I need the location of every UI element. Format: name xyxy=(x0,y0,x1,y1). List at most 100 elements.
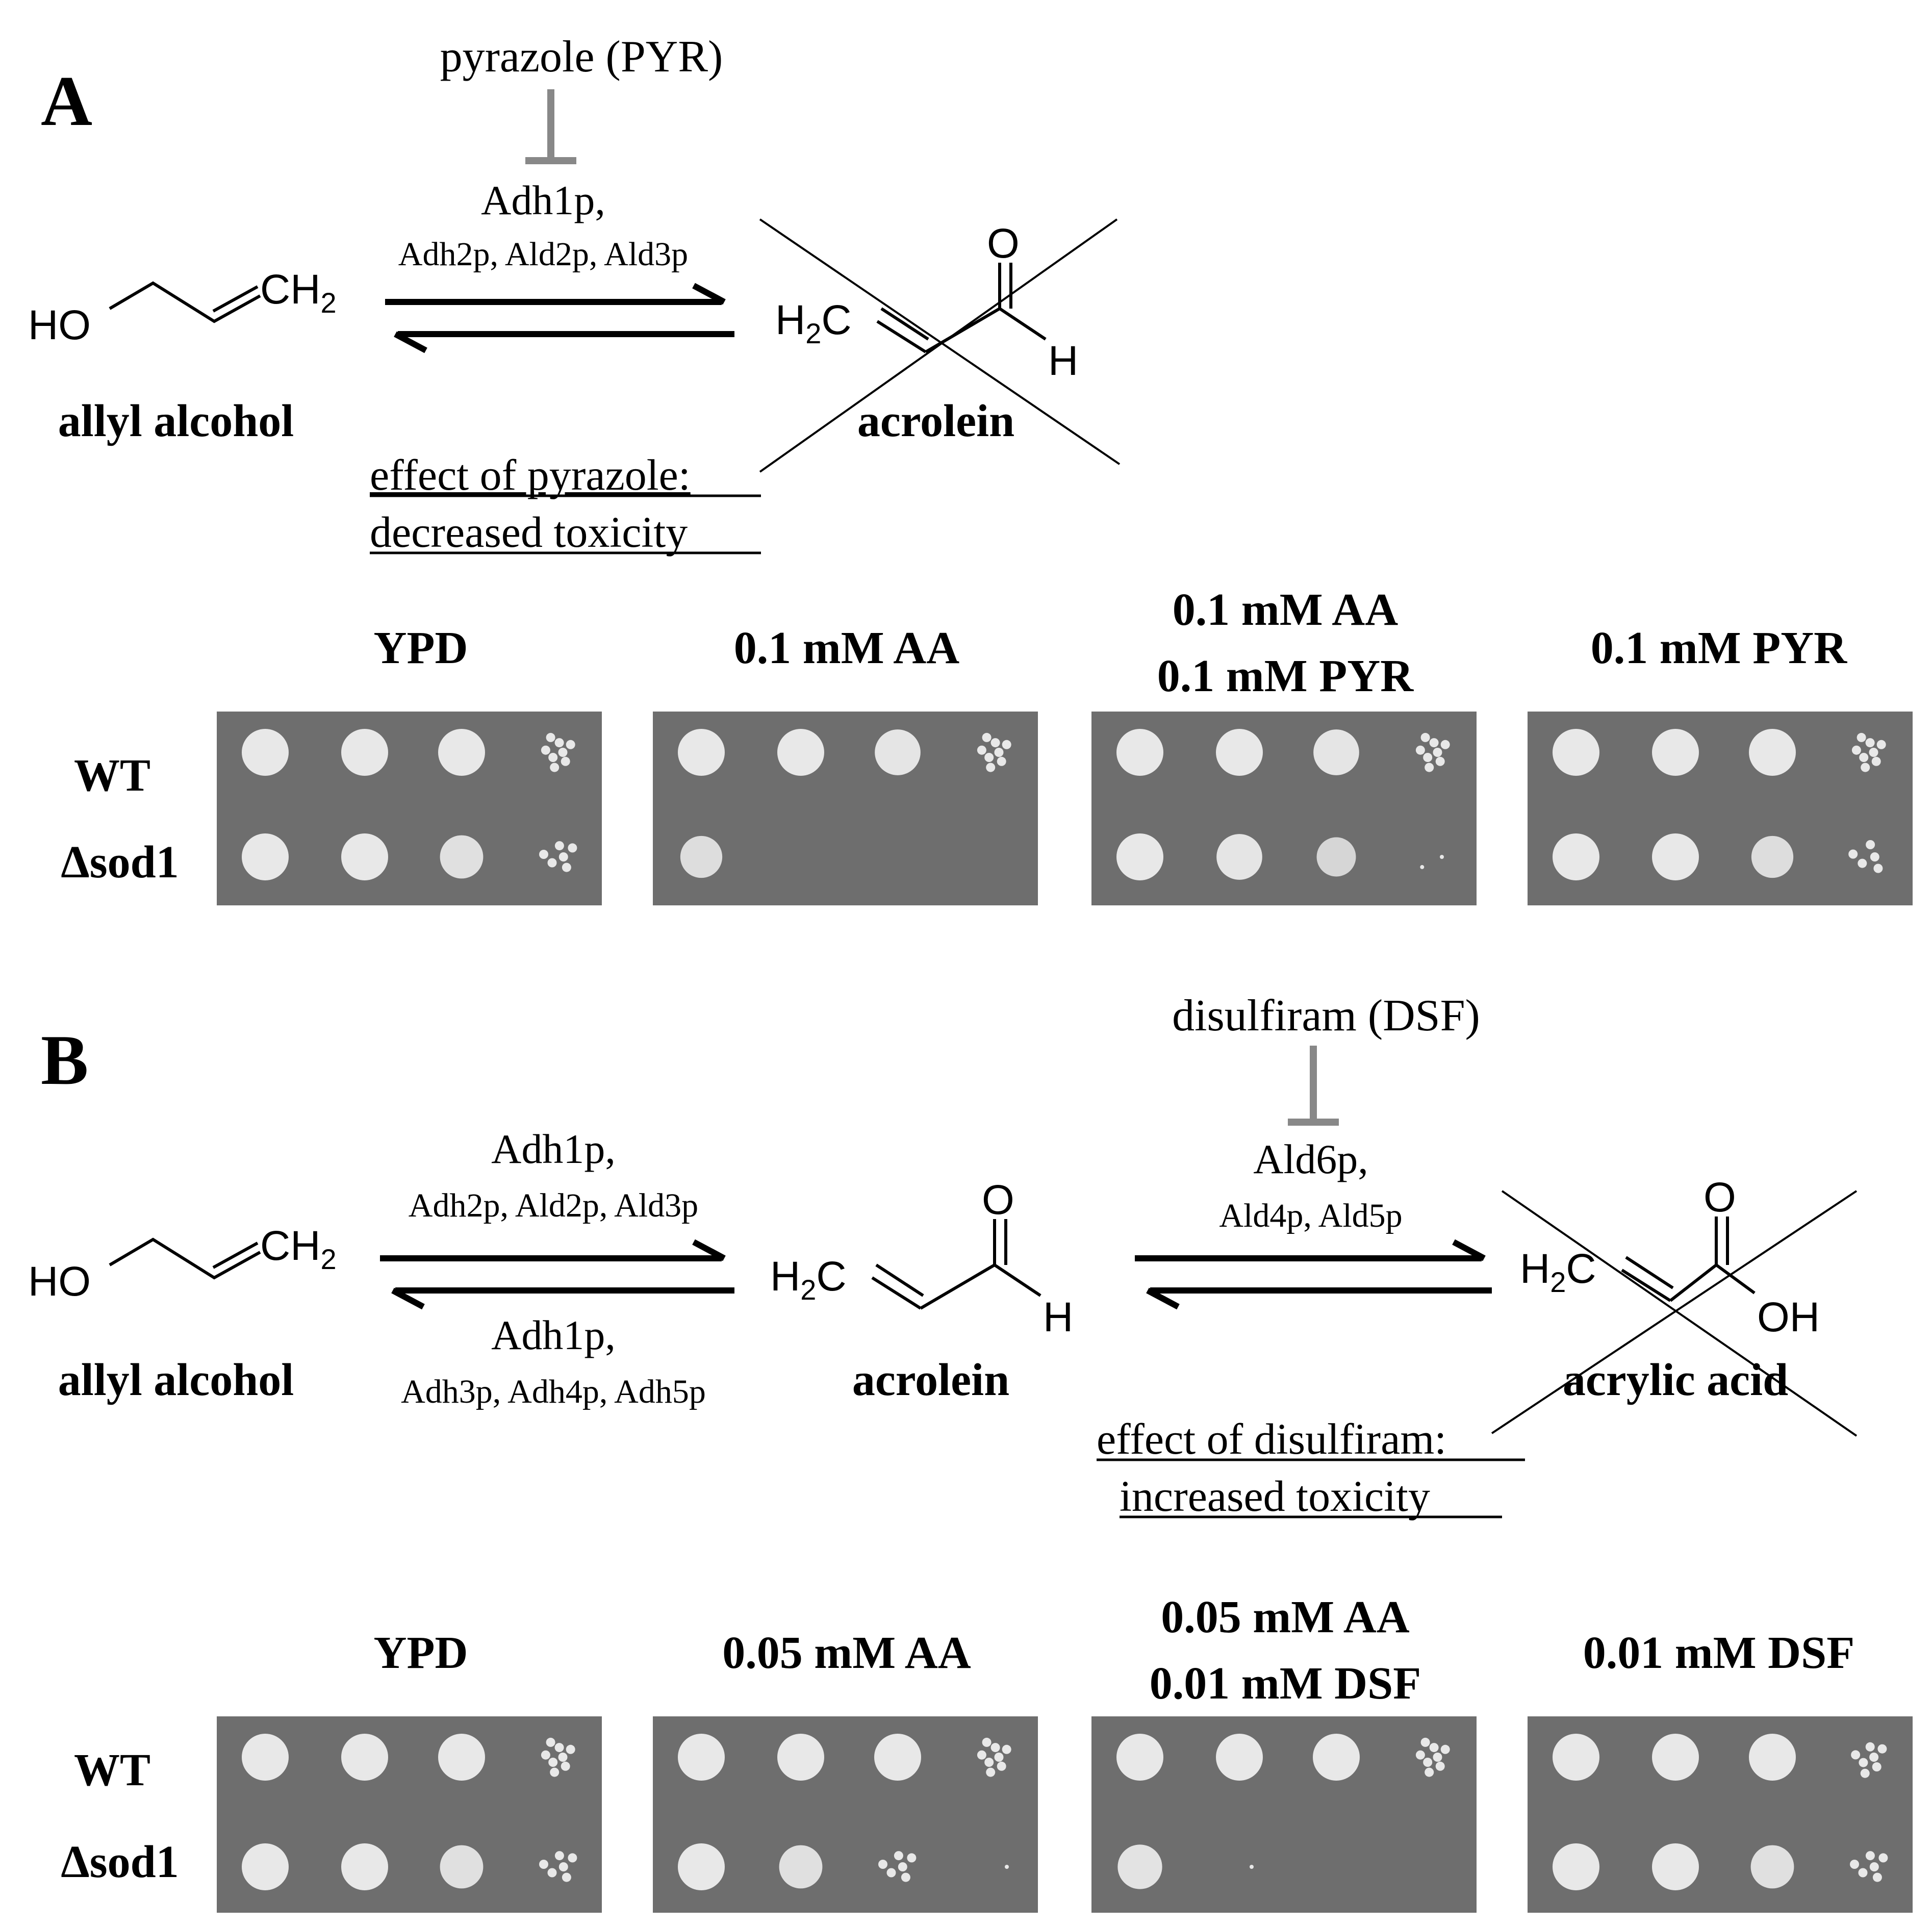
condition-title-b-1: YPD xyxy=(374,1628,468,1678)
o-label-b: O xyxy=(982,1177,1014,1223)
condition-title-a-2: 0.1 mM AA xyxy=(734,623,959,673)
enzymes-others-b-fwd: Adh2p, Ald2p, Ald3p xyxy=(409,1187,698,1224)
ho-label-b: HO xyxy=(28,1258,91,1305)
allyl-alcohol-structure-b: HO CH2 xyxy=(28,1223,337,1305)
effect-pyrazole-line1: effect of pyrazole: xyxy=(370,450,691,499)
growth-spot xyxy=(1851,1742,1887,1778)
growth-spot xyxy=(1652,833,1699,880)
growth-spot xyxy=(875,729,921,775)
growth-spot xyxy=(1750,1845,1794,1889)
growth-spot xyxy=(678,729,725,776)
enzymes-others-b-step2: Ald4p, Ald5p xyxy=(1219,1197,1402,1234)
growth-spot xyxy=(1216,1734,1263,1781)
ch2-label-a: CH xyxy=(260,266,320,313)
enzyme-adh1p-b-rev: Adh1p, xyxy=(491,1312,616,1358)
growth-spot xyxy=(1313,729,1359,775)
condition-title-a-4: 0.1 mM PYR xyxy=(1591,623,1847,673)
plates-b xyxy=(217,1716,1913,1913)
growth-spot xyxy=(1749,729,1796,776)
h2c-label-b: H xyxy=(770,1253,800,1300)
growth-spot xyxy=(1116,729,1163,776)
strain-label-b-wt: WT xyxy=(74,1745,150,1795)
acrolein-structure-b: H2C O H xyxy=(770,1177,1073,1340)
growth-spot xyxy=(777,1734,824,1781)
growth-spot xyxy=(541,1737,575,1777)
o-label-c: O xyxy=(1704,1174,1736,1221)
growth-spot xyxy=(1652,729,1699,776)
panel-b-label: B xyxy=(41,1021,88,1100)
growth-spot xyxy=(1751,835,1794,878)
growth-spot xyxy=(1652,1734,1699,1781)
strain-label-a-sod1: Δsod1 xyxy=(61,837,179,888)
enzymes-others-b-rev: Adh3p, Adh4p, Adh5p xyxy=(401,1373,706,1410)
growth-spot xyxy=(541,732,575,772)
condition-title-b-3-line2: 0.01 mM DSF xyxy=(1150,1658,1421,1709)
growth-spot xyxy=(1749,1734,1796,1781)
growth-spot xyxy=(341,833,388,880)
acrolein-label-b: acrolein xyxy=(852,1355,1009,1405)
growth-spot xyxy=(977,1737,1011,1777)
growth-spot xyxy=(1848,840,1883,873)
cross-out-acrylic-acid xyxy=(1491,1190,1858,1437)
growth-spot xyxy=(1316,837,1356,877)
svg-text:H2C: H2C xyxy=(775,297,852,349)
growth-spot xyxy=(242,1843,289,1890)
growth-spot xyxy=(1116,1734,1163,1781)
svg-text:H2C: H2C xyxy=(1520,1246,1596,1298)
ch2-label-b: CH xyxy=(260,1223,320,1269)
enzyme-adh1p-b-fwd: Adh1p, xyxy=(491,1126,616,1172)
growth-spot xyxy=(777,729,824,776)
growth-spot xyxy=(1005,1865,1009,1869)
h2c-label-a: H xyxy=(775,297,805,343)
svg-text:CH2: CH2 xyxy=(260,266,337,319)
growth-spot xyxy=(1420,855,1444,869)
growth-spot xyxy=(1116,833,1163,880)
growth-spot xyxy=(438,1734,485,1781)
reversible-arrow-a xyxy=(385,283,734,353)
reversible-arrow-b-step2 xyxy=(1135,1239,1492,1310)
cross-out-acrolein xyxy=(759,218,1121,473)
oh-label-c: OH xyxy=(1757,1294,1820,1340)
condition-title-b-2: 0.05 mM AA xyxy=(722,1628,971,1678)
effect-disulfiram-line2: increased toxicity xyxy=(1120,1472,1430,1520)
enzyme-adh1p-a: Adh1p, xyxy=(481,177,605,223)
acrylic-acid-label: acrylic acid xyxy=(1563,1355,1788,1405)
growth-spot xyxy=(1553,729,1599,776)
growth-spot xyxy=(1652,1843,1699,1890)
growth-spot xyxy=(1216,729,1263,776)
growth-spot xyxy=(341,729,388,776)
growth-spot xyxy=(341,1843,388,1890)
growth-spot xyxy=(539,841,577,872)
panel-a: A pyrazole (PYR) Adh1p, Adh2p, Ald2p, Al… xyxy=(28,32,1913,905)
inhibition-bar-b xyxy=(1288,1046,1339,1126)
strain-label-a-wt: WT xyxy=(74,750,150,801)
acrylic-acid-structure: H2C O OH xyxy=(1520,1174,1820,1340)
growth-spot xyxy=(678,1734,725,1781)
growth-spot xyxy=(1553,1734,1599,1781)
allyl-alcohol-structure-a: HO CH2 xyxy=(28,266,337,348)
growth-spot xyxy=(440,835,484,879)
growth-spot xyxy=(680,835,723,878)
panel-b: B disulfiram (DSF) Adh1p, Adh2p, Ald2p, … xyxy=(28,991,1913,1913)
inhibitor-disulfiram: disulfiram (DSF) xyxy=(1172,991,1480,1041)
effect-pyrazole-line2: decreased toxicity xyxy=(370,508,688,556)
growth-spot xyxy=(874,1734,921,1781)
growth-spot xyxy=(1415,732,1450,772)
growth-spot xyxy=(977,732,1011,772)
svg-text:CH2: CH2 xyxy=(260,1223,337,1275)
plates-a xyxy=(217,712,1913,905)
acrolein-structure-a: H2C O H xyxy=(775,220,1078,384)
svg-text:H2C: H2C xyxy=(770,1253,847,1306)
strain-label-b-sod1: Δsod1 xyxy=(61,1837,179,1887)
inhibition-bar-a xyxy=(525,89,576,164)
growth-spot xyxy=(779,1845,823,1889)
condition-title-b-4: 0.01 mM DSF xyxy=(1583,1628,1854,1678)
panel-a-label: A xyxy=(41,62,92,141)
condition-title-a-3-line1: 0.1 mM AA xyxy=(1173,585,1398,635)
h-label-a: H xyxy=(1048,338,1078,384)
growth-spot xyxy=(1851,732,1886,772)
growth-spot xyxy=(242,1734,289,1781)
condition-title-b-3-line1: 0.05 mM AA xyxy=(1161,1592,1409,1642)
growth-spot xyxy=(878,1851,917,1882)
acrolein-label-a: acrolein xyxy=(857,396,1014,446)
